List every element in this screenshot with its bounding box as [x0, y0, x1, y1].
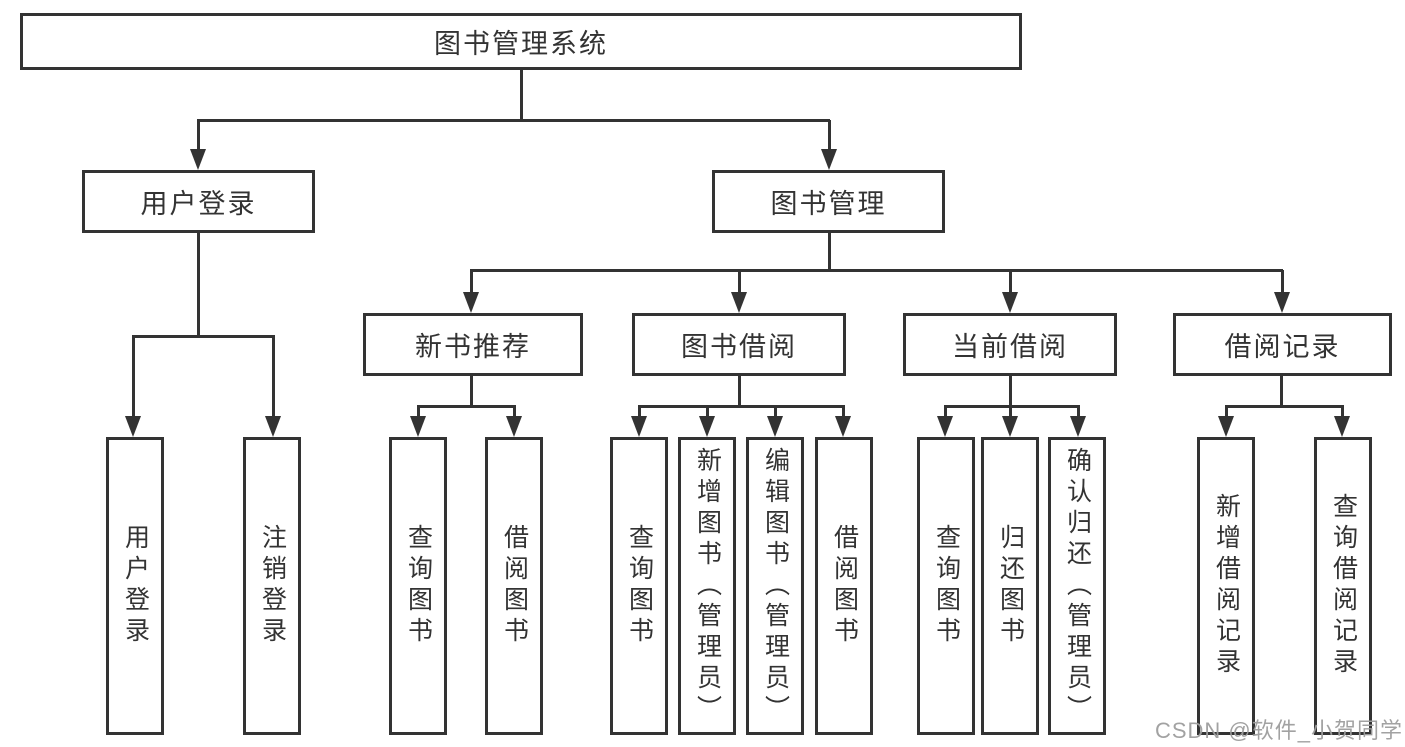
node-book-management: 图书管理: [712, 170, 945, 233]
arrowhead-icon: [506, 416, 522, 437]
connector-line: [470, 268, 1283, 272]
arrowhead-icon: [767, 416, 783, 437]
leaf-label: 用户登录: [121, 524, 150, 648]
connector-line: [271, 336, 275, 418]
arrowhead-icon: [1334, 416, 1350, 437]
node-label: 图书管理系统: [434, 29, 608, 59]
connector-line: [773, 406, 777, 418]
leaf-add-books-admin: 新增图书（管理员）: [678, 437, 736, 735]
connector-line: [1076, 406, 1080, 418]
node-label: 借阅记录: [1224, 332, 1341, 362]
connector-line: [131, 336, 135, 418]
leaf-query-books-recommend: 查询图书: [389, 437, 447, 735]
connector-line: [1340, 406, 1344, 418]
connector-line: [469, 270, 473, 294]
arrowhead-icon: [731, 292, 747, 313]
leaf-label: 查询图书: [625, 524, 654, 648]
node-label: 新书推荐: [415, 332, 531, 362]
connector-line: [1225, 404, 1344, 408]
connector-line: [1280, 270, 1284, 294]
connector-line: [196, 230, 200, 338]
connector-line: [827, 230, 831, 272]
connector-line: [944, 404, 1080, 408]
connector-line: [841, 406, 845, 418]
leaf-label: 编辑图书（管理员）: [761, 446, 790, 726]
leaf-label: 借阅图书: [500, 524, 529, 648]
arrowhead-icon: [821, 149, 837, 170]
arrowhead-icon: [1218, 416, 1234, 437]
connector-line: [1008, 270, 1012, 294]
connector-line: [943, 406, 947, 418]
connector-line: [737, 270, 741, 294]
node-user-login: 用户登录: [82, 170, 315, 233]
leaf-label: 新增借阅记录: [1212, 493, 1241, 679]
arrowhead-icon: [1070, 416, 1086, 437]
leaf-label: 查询图书: [404, 524, 433, 648]
node-book-borrowing: 图书借阅: [632, 313, 846, 376]
connector-line: [196, 120, 200, 151]
leaf-label: 新增图书（管理员）: [693, 446, 722, 726]
leaf-label: 查询借阅记录: [1329, 493, 1358, 679]
leaf-confirm-return-admin: 确认归还（管理员）: [1048, 437, 1106, 735]
connector-line: [638, 404, 845, 408]
connector-line: [469, 373, 473, 408]
node-label: 图书管理: [770, 189, 887, 219]
leaf-label: 确认归还（管理员）: [1063, 446, 1092, 726]
arrowhead-icon: [1274, 292, 1290, 313]
leaf-add-borrow-record: 新增借阅记录: [1197, 437, 1255, 735]
leaf-edit-books-admin: 编辑图书（管理员）: [746, 437, 804, 735]
leaf-label: 借阅图书: [830, 524, 859, 648]
connector-line: [637, 406, 641, 418]
arrowhead-icon: [699, 416, 715, 437]
arrowhead-icon: [631, 416, 647, 437]
connector-line: [827, 120, 831, 151]
node-library-management-system: 图书管理系统: [20, 13, 1022, 70]
connector-line: [1008, 373, 1012, 408]
node-current-borrowing: 当前借阅: [903, 313, 1117, 376]
leaf-label: 查询图书: [932, 524, 961, 648]
connector-line: [519, 69, 523, 122]
connector-line: [197, 118, 830, 122]
connector-line: [705, 406, 709, 418]
leaf-query-books-borrow: 查询图书: [610, 437, 668, 735]
arrowhead-icon: [410, 416, 426, 437]
leaf-borrow-books-recommend: 借阅图书: [485, 437, 543, 735]
node-label: 当前借阅: [952, 332, 1068, 362]
arrowhead-icon: [937, 416, 953, 437]
leaf-user-login: 用户登录: [106, 437, 164, 735]
connector-line: [1224, 406, 1228, 418]
node-label: 用户登录: [140, 189, 257, 219]
csdn-watermark: CSDN @软件_小贺同学: [1154, 718, 1403, 743]
connector-line: [1279, 373, 1283, 408]
arrowhead-icon: [463, 292, 479, 313]
connector-line: [132, 334, 275, 338]
arrowhead-icon: [1002, 292, 1018, 313]
connector-line: [1008, 406, 1012, 418]
arrowhead-icon: [265, 416, 281, 437]
leaf-return-books: 归还图书: [981, 437, 1039, 735]
connector-line: [416, 406, 420, 418]
leaf-label: 注销登录: [258, 524, 287, 648]
connector-line: [417, 404, 516, 408]
node-new-book-recommendation: 新书推荐: [363, 313, 583, 376]
node-label: 图书借阅: [681, 332, 797, 362]
leaf-logout: 注销登录: [243, 437, 301, 735]
leaf-query-books-current: 查询图书: [917, 437, 975, 735]
node-borrowing-records: 借阅记录: [1173, 313, 1392, 376]
leaf-label: 归还图书: [996, 524, 1025, 648]
arrowhead-icon: [835, 416, 851, 437]
connector-line: [512, 406, 516, 418]
arrowhead-icon: [1002, 416, 1018, 437]
leaf-borrow-books: 借阅图书: [815, 437, 873, 735]
arrowhead-icon: [190, 149, 206, 170]
arrowhead-icon: [125, 416, 141, 437]
leaf-query-borrow-record: 查询借阅记录: [1314, 437, 1372, 735]
connector-line: [737, 373, 741, 408]
